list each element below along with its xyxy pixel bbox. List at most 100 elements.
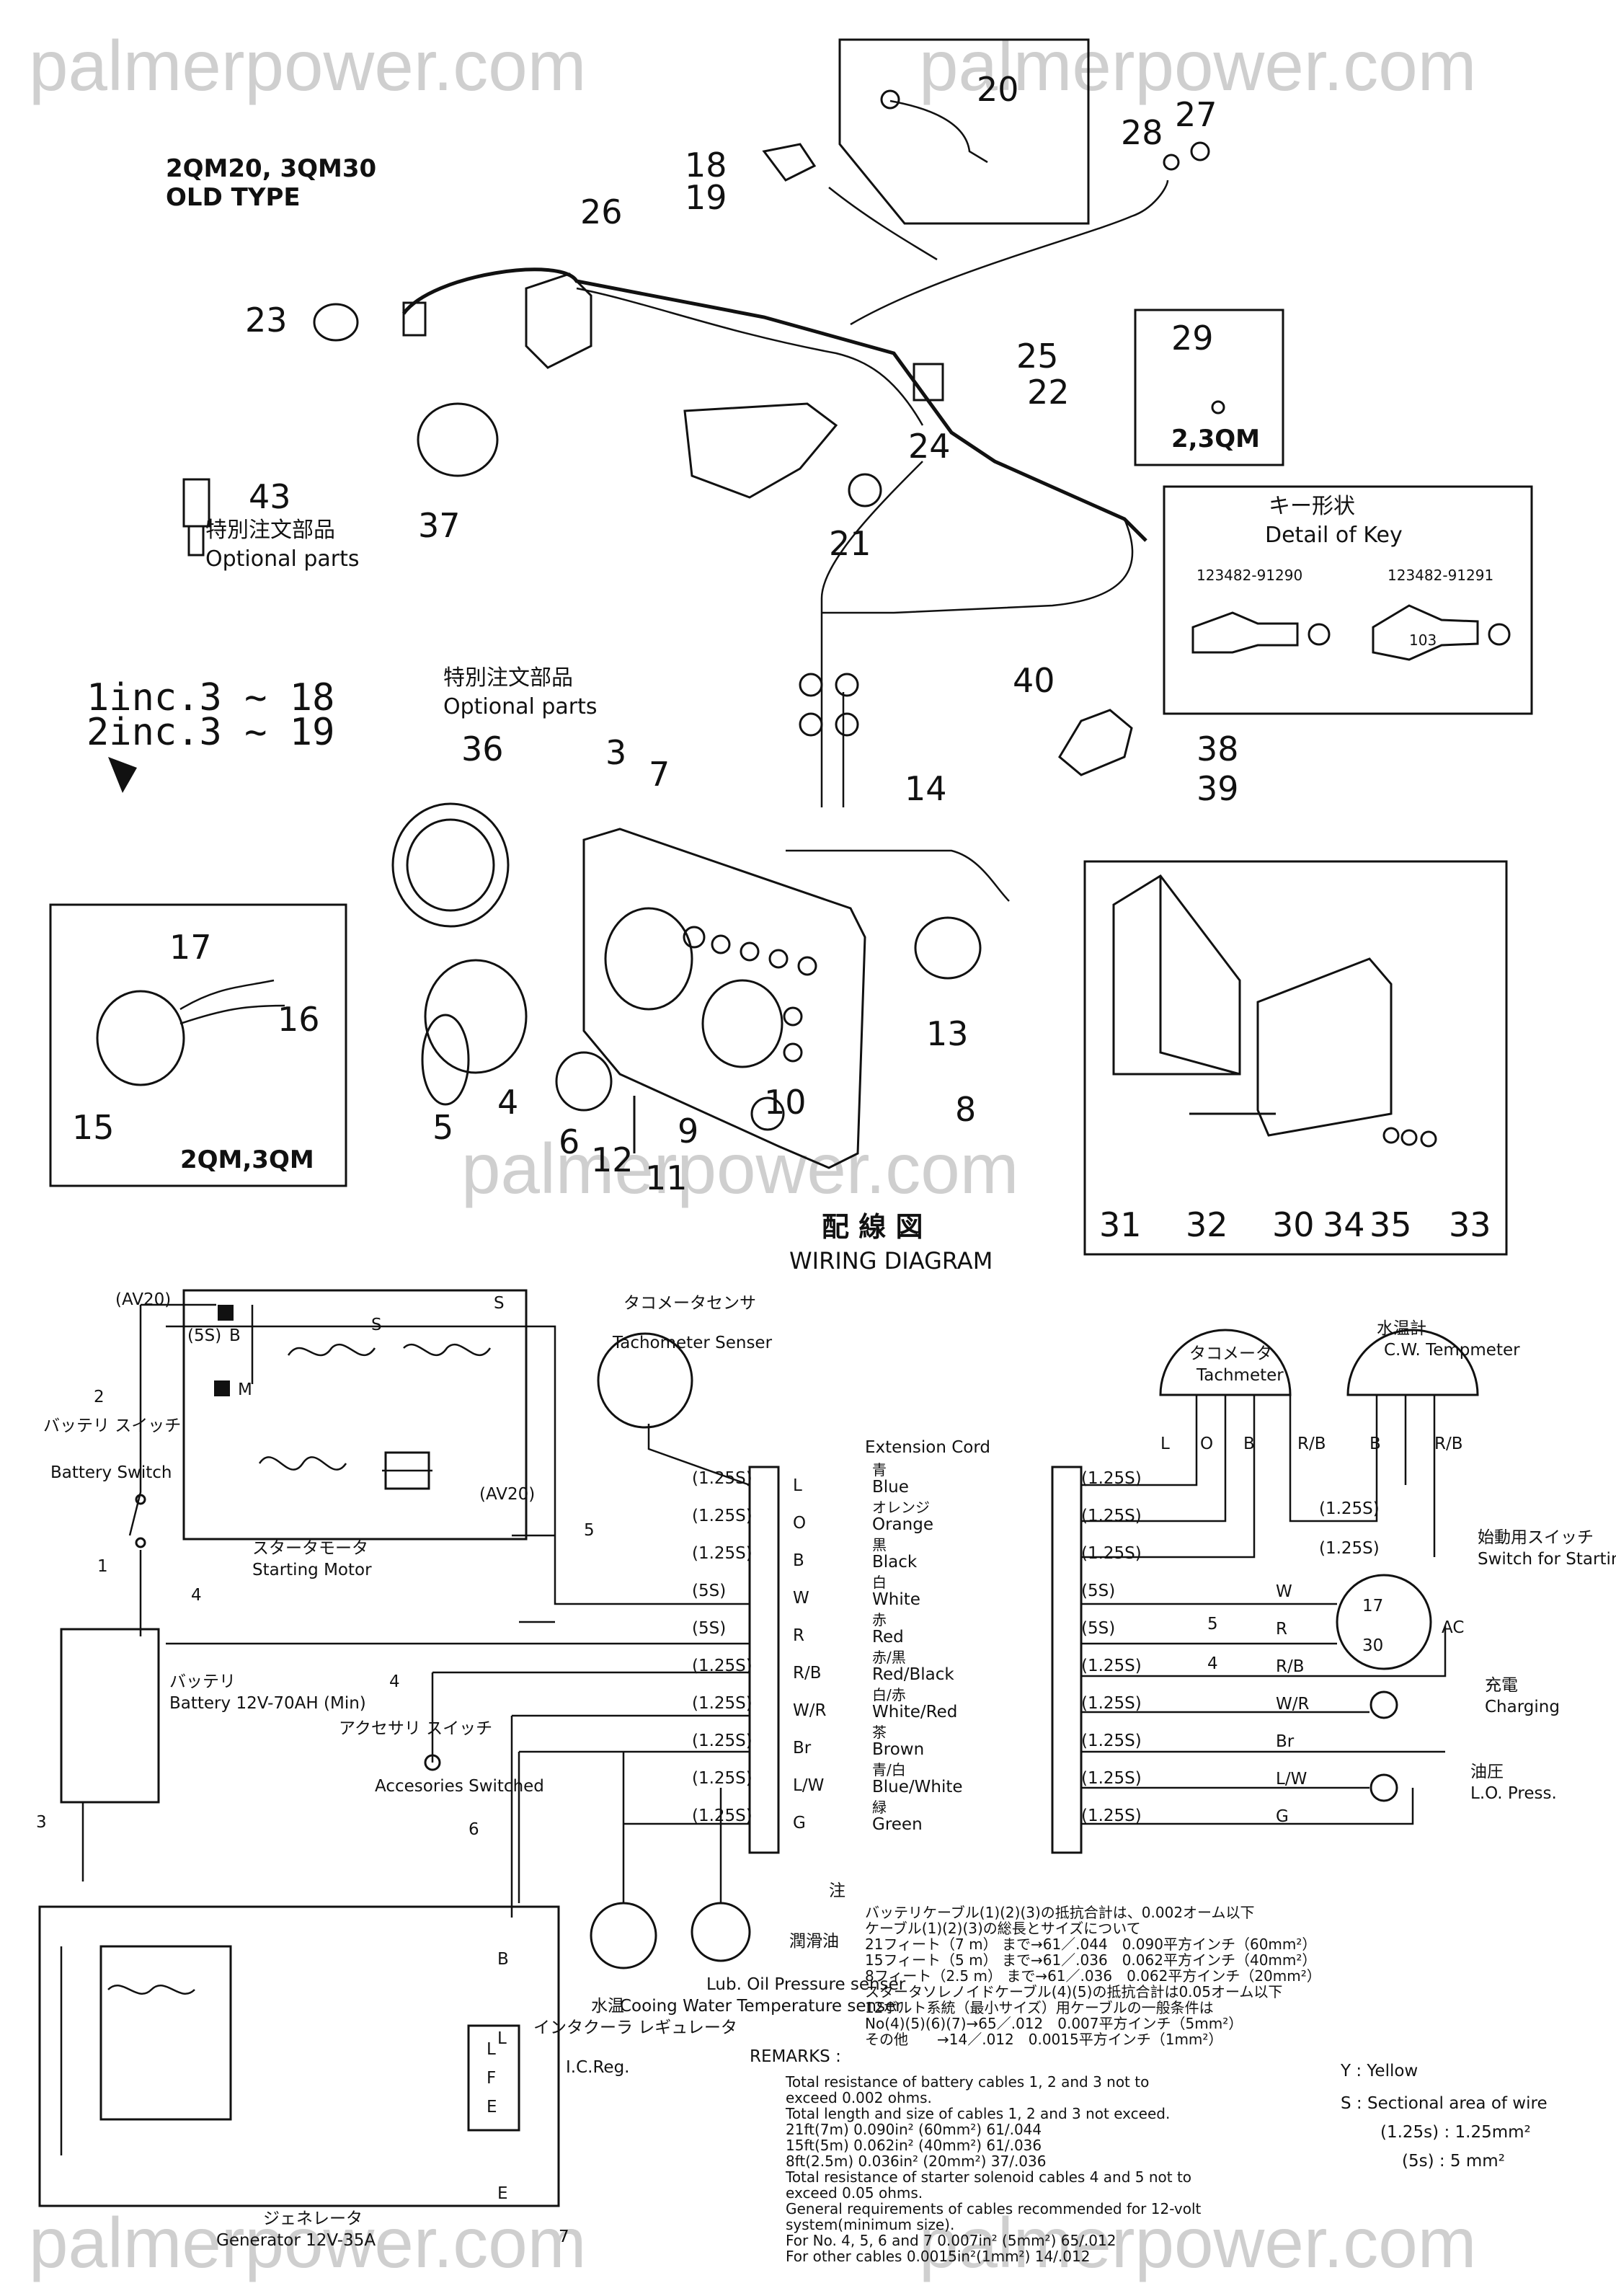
remark-line-4: 15ft(5m) 0.062in² (40mm²) 61/.036 — [786, 2137, 1042, 2154]
note-jp-line-1: ケーブル(1)(2)(3)の総長とサイズについて — [865, 1920, 1141, 1937]
wire-color-en-0: Blue — [872, 1478, 909, 1497]
type-label: OLD TYPE — [166, 183, 301, 212]
callout-13: 13 — [926, 1014, 969, 1053]
extension-cord-label: Extension Cord — [865, 1438, 990, 1457]
callout-28: 28 — [1121, 113, 1163, 152]
callout-18: 18 — [685, 146, 727, 185]
wire-color-jp-3: 白 — [872, 1574, 887, 1591]
battery-box — [60, 1628, 160, 1804]
right-label-1: R — [1276, 1620, 1287, 1639]
nut-33 — [1420, 1130, 1437, 1148]
starting-switch — [1336, 1574, 1432, 1670]
wire-color-jp-0: 青 — [872, 1461, 887, 1479]
callout-14: 14 — [905, 769, 947, 808]
left-trunk-wires — [141, 1303, 750, 1918]
key-detail-box — [1163, 485, 1533, 715]
right-label-0: W — [1276, 1582, 1292, 1601]
right-trunk-wires — [1081, 1395, 1447, 1825]
right-label-3: W/R — [1276, 1695, 1309, 1714]
av20-top: (AV20) — [115, 1290, 171, 1309]
right-label-4: Br — [1276, 1732, 1295, 1751]
switch-start-en: Switch for Starting — [1478, 1550, 1616, 1569]
wire-color-jp-2: 黒 — [872, 1536, 887, 1553]
remark-line-10: For No. 4, 5, 6 and 7 0.007in² (5mm²) 65… — [786, 2232, 1116, 2249]
tachometer-gauge — [1159, 1329, 1292, 1396]
callout-29: 29 — [1171, 319, 1214, 358]
wire-size-left-7: (1.25S) — [692, 1732, 752, 1750]
wire-num-4b: 4 — [389, 1672, 400, 1691]
tachometer-jp: タコメータ — [1189, 1344, 1272, 1363]
callout-9: 9 — [678, 1112, 698, 1151]
remark-line-6: Total resistance of starter solenoid cab… — [785, 2168, 1191, 2186]
part-23-cap — [313, 303, 359, 342]
part-15-body — [96, 990, 185, 1086]
callout-25: 25 — [1016, 337, 1059, 376]
optional-parts-en-2: Optional parts — [443, 694, 598, 719]
wire-size-left-4: (5S) — [692, 1619, 726, 1638]
wiring-title-en: WIRING DIAGRAM — [789, 1247, 993, 1275]
wire-num-5: 5 — [584, 1521, 595, 1540]
lfe-e: E — [487, 2098, 497, 2117]
note-jp-line-4: 8フィート（2.5 m） まで→61／.036 0.062平方インチ（20mm²… — [865, 1967, 1321, 1985]
callout-17: 17 — [169, 928, 212, 967]
callout-5: 5 — [432, 1108, 453, 1147]
note-jp-line-0: バッテリケーブル(1)(2)(3)の抵抗合計は、0.002オーム以下 — [865, 1904, 1254, 1921]
wire-size-left-2: (1.25S) — [692, 1544, 752, 1563]
watermark-top-left: palmerpower.com — [29, 26, 586, 105]
temp-meter-gauge — [1346, 1329, 1479, 1396]
washer-34 — [1382, 1127, 1400, 1144]
wire-rows: L(1.25S)青Blue(1.25S)O(1.25S)オレンジOrange(1… — [692, 1461, 1142, 1834]
remark-line-9: system(minimum size). — [786, 2216, 954, 2233]
callout-11: 11 — [645, 1158, 688, 1197]
bracket-left — [1112, 874, 1241, 1076]
battery-jp: バッテリ — [169, 1672, 236, 1691]
callout-19: 19 — [685, 178, 727, 217]
tacho-sensor — [597, 1332, 693, 1429]
washer-35 — [1400, 1129, 1418, 1146]
starting-motor-en: Starting Motor — [252, 1561, 372, 1579]
wire-num-2: 2 — [94, 1388, 105, 1406]
generator-jp: ジェネレータ — [263, 2209, 363, 2228]
callout-12: 12 — [591, 1140, 634, 1179]
callout-box-29 — [1134, 309, 1284, 466]
extra-size-1: (1.25S) — [1319, 1539, 1380, 1558]
wire-code-7: Br — [793, 1739, 812, 1758]
legend-s5: (5s) : 5 mm² — [1402, 2152, 1505, 2171]
note-jp-line-6: 12ボルト系統（最小サイズ）用ケーブルの一般条件は — [865, 1999, 1214, 2016]
part-21-switch — [848, 473, 882, 507]
wire-size-right-1: (1.25S) — [1081, 1507, 1142, 1525]
wire-color-jp-4: 赤 — [872, 1611, 887, 1628]
five-s-label: (5S) — [187, 1326, 221, 1345]
remark-line-2: Total length and size of cables 1, 2 and… — [785, 2105, 1170, 2122]
callout-7: 7 — [649, 755, 670, 794]
callout-32: 32 — [1186, 1205, 1228, 1244]
wire-color-en-7: Brown — [872, 1740, 924, 1759]
starter-b-terminal — [218, 1305, 234, 1321]
wire-num-4a: 4 — [191, 1586, 202, 1605]
optional-tacho-box — [49, 903, 347, 1187]
right-code-5: R/B — [1434, 1435, 1463, 1453]
wire-size-right-6: (1.25S) — [1081, 1694, 1142, 1713]
starter-m: M — [238, 1380, 252, 1399]
part-23b — [402, 301, 427, 337]
wire-color-en-3: White — [872, 1590, 920, 1609]
ic-reg-en: I.C.Reg. — [566, 2058, 629, 2077]
callout-15: 15 — [72, 1108, 115, 1147]
inc-note-1: 1inc.3 ~ 18 — [86, 676, 334, 719]
callout-20: 20 — [977, 70, 1019, 109]
charging-lamp — [1369, 1690, 1398, 1719]
remark-line-7: exceed 0.05 ohms. — [786, 2184, 923, 2202]
key-b-shape — [1372, 604, 1479, 661]
callout-33: 33 — [1449, 1205, 1491, 1244]
inc-note-2: 2inc.3 ~ 19 — [86, 711, 334, 754]
cooling-en: Cooing Water Temperature senser — [620, 1997, 902, 2016]
part-16-17-wires — [179, 979, 285, 1025]
connector-left — [748, 1466, 780, 1854]
part-27-bolt — [1190, 141, 1210, 161]
part-37-sender — [417, 402, 499, 477]
key-b-mark: 103 — [1409, 631, 1437, 649]
callout-3: 3 — [605, 733, 626, 772]
starter-solenoid-coils — [251, 1305, 492, 1384]
remark-line-0: Total resistance of battery cables 1, 2 … — [785, 2073, 1149, 2091]
